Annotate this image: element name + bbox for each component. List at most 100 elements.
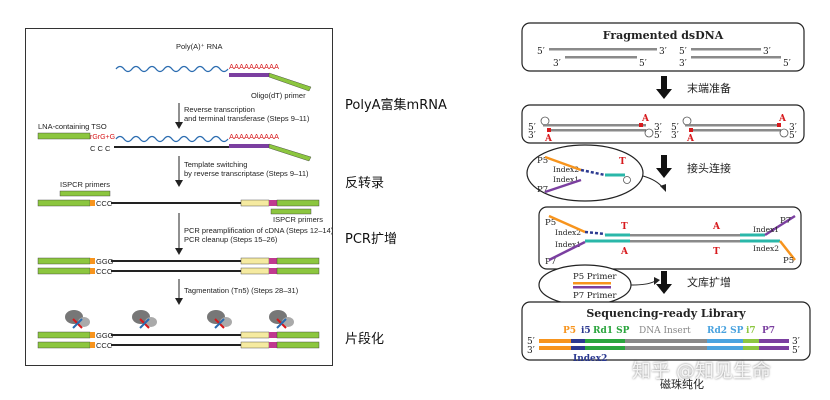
ccc-label-1: C C C: [90, 144, 111, 153]
seg-rd1-label: Rd1 SP: [593, 326, 630, 336]
polyA-tail-text: AAAAAAAAAA: [229, 62, 279, 71]
step-adapter-label: 接头连接: [687, 162, 731, 175]
tag-strand-top: [111, 334, 241, 336]
er-b-bottom-strand: [689, 129, 781, 132]
adapter-p7-arm: [544, 178, 582, 194]
ds-right-top-bar: [276, 257, 320, 265]
tn5-enzyme-4: [269, 310, 294, 329]
er-a-top-a: A: [641, 114, 650, 124]
tag-strand-bottom: [111, 344, 241, 346]
er-b-top-a-tail: [777, 123, 781, 127]
seg-p5-label: P5: [563, 326, 576, 336]
er-a-3prime: 3′: [528, 131, 536, 141]
step4-line1: Tagmentation (Tn5) (Steps 28–31): [184, 286, 299, 295]
tn5-enzyme-2: [132, 310, 157, 329]
er-a-right-3prime: 3′: [654, 123, 662, 133]
seg-i7-label: i7: [746, 326, 756, 336]
oligo-primer-bar-2: [268, 143, 312, 162]
arrow-step4-head: [175, 298, 183, 305]
frag-a-bottom-5prime: 5′: [639, 59, 647, 69]
lig-right-a: A: [712, 222, 721, 232]
oligo-bar-3: [276, 199, 320, 207]
label-fragmentation: 片段化: [345, 332, 385, 347]
lig-left-index-seg: [584, 230, 606, 236]
tso-bar: [37, 132, 91, 140]
lig-index2-left: Index2: [555, 228, 581, 237]
arrow-end-repair-shaft: [661, 76, 667, 90]
frag-b-bottom-5prime: 5′: [783, 59, 791, 69]
fragmented-dsdna-title: Fragmented dsDNA: [603, 29, 724, 42]
tag-left-top-bar: [37, 331, 91, 339]
adapter-index1: Index1: [553, 175, 579, 184]
lig-insert-top: [630, 234, 740, 237]
frag-b-bottom-strand: [691, 56, 781, 59]
frag-b-top-strand: [691, 48, 761, 51]
frag-b-top-5prime: 5′: [679, 47, 687, 57]
step3-line2: PCR cleanup (Steps 15–26): [184, 235, 278, 244]
primer-curve-arrow-head: [654, 277, 660, 285]
arrow-step2-head: [175, 180, 183, 187]
frag-a-bottom-strand: [565, 56, 637, 59]
p7-primer-label: P7 Primer: [573, 291, 617, 301]
lig-p5-left: P5: [545, 218, 556, 228]
er-a-right-5prime: 5′: [654, 131, 662, 141]
lig-p7-left: P7: [545, 257, 556, 267]
step1-line1: Reverse transcription: [184, 105, 255, 114]
frag-b-top-3prime: 3′: [763, 47, 771, 57]
smart-seq-workflow-diagram: Poly(A)⁺ RNA AAAAAAAAAA Oligo(dT) primer…: [37, 42, 334, 350]
polyT-block: [240, 199, 270, 207]
seg-insert-label: DNA Insert: [639, 326, 691, 336]
er-b-right-3prime: 3′: [789, 123, 797, 133]
lig-right-p7-arm: [764, 214, 796, 237]
tag-cream-bottom: [240, 341, 270, 349]
library-prep-diagram: Fragmented dsDNA 5′ 3′ 3′ 5′ 5′ 3′ 3′ 5′…: [521, 22, 811, 364]
lig-index2-right: Index2: [753, 244, 779, 253]
seq-ready-box: [521, 301, 811, 361]
tn5-enzyme-3: [207, 310, 232, 329]
adapter-curve-arrow-head: [660, 184, 666, 192]
ccc-label-3: CCC: [96, 267, 113, 276]
er-b-right-5prime: 5′: [789, 131, 797, 141]
frag-a-top-3prime: 3′: [659, 47, 667, 57]
ccc-label-4: CCC: [96, 341, 113, 350]
lib-left-3prime: 3′: [527, 346, 535, 356]
lna-tso-label: LNA-containing TSO: [38, 122, 107, 131]
lig-index1-left: Index1: [555, 240, 581, 249]
lig-index1-right: Index1: [753, 225, 779, 234]
tag-orange-bottom: [90, 342, 95, 348]
er-b-bottom-a-tail: [689, 128, 693, 132]
footer-bead-purification-label: 磁珠纯化: [660, 378, 704, 391]
ggg-label: GGG: [96, 257, 114, 266]
label-pcr-amplification: PCR扩增: [345, 232, 397, 247]
ispcr-primers-top-label: ISPCR primers: [60, 180, 110, 189]
frag-a-top-5prime: 5′: [537, 47, 545, 57]
end-repaired-box: [521, 104, 805, 144]
seg-index2-label: Index2: [573, 354, 607, 364]
arrow-end-repair-head: [656, 89, 672, 99]
er-b-top-strand: [685, 124, 781, 127]
tag-right-bottom-bar: [276, 341, 320, 349]
lib-right-5prime: 5′: [792, 346, 800, 356]
er-b-top-a: A: [778, 114, 787, 124]
adapter-ellipse: [526, 144, 644, 202]
er-b-bottom-a: A: [686, 134, 695, 144]
er-b-5prime: 5′: [671, 123, 679, 133]
ispcr-primers-bottom-label: ISPCR primers: [273, 215, 323, 224]
library-molecule: [539, 339, 789, 350]
label-polyA-enrich: PolyA富集mRNA: [345, 98, 447, 113]
step-end-repair-label: 末端准备: [687, 81, 731, 95]
polyA-tail-text-2: AAAAAAAAAA: [229, 132, 279, 141]
step1-line2: and terminal transferase (Steps 9–11): [184, 114, 310, 123]
er-a-5prime: 5′: [528, 123, 536, 133]
adapter-p7: P7: [537, 185, 548, 195]
ds-orange-bottom: [90, 268, 95, 274]
ds-strand-bottom: [111, 270, 241, 272]
step3-line1: PCR preamplification of cDNA (Steps 12–1…: [184, 226, 332, 235]
ggg-label-2: GGG: [96, 331, 114, 340]
adapter-p5-arm: [544, 155, 582, 172]
ispcr-primer-bottom-bar: [270, 208, 312, 215]
rna-strand-wave: [115, 65, 229, 73]
adapter-index2-seg: [580, 168, 606, 177]
ds-cream-bottom: [240, 267, 270, 275]
frag-a-top-strand: [549, 48, 657, 51]
